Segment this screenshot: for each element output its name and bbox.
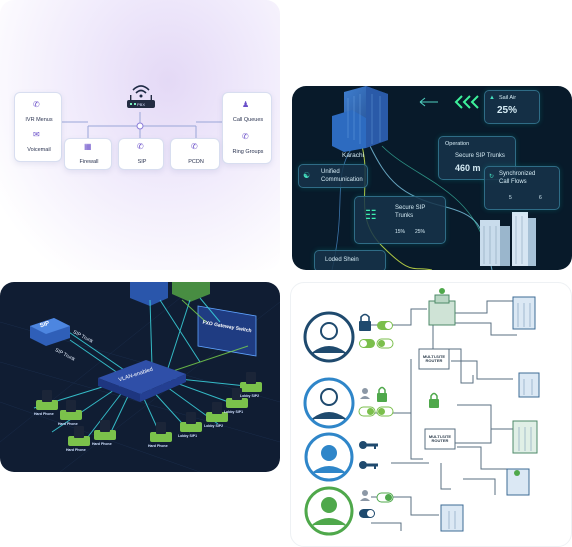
bottom-info-label: Loded Shein <box>325 257 359 263</box>
operation-subtitle: Secure SIP Trunks <box>455 153 505 159</box>
secure-trunks-line1: Secure SIP <box>395 205 426 211</box>
operation-title: Operation <box>445 141 470 147</box>
network-scene <box>0 282 280 472</box>
pbx-label: PBX <box>136 102 145 107</box>
toggle <box>359 492 394 518</box>
sync-stat2: 6 <box>539 195 542 201</box>
firewall-card: ▦ Firewall <box>64 138 112 170</box>
avatar <box>303 311 355 363</box>
user-icon <box>360 388 370 501</box>
phone-label: Hard Phone <box>66 448 86 452</box>
router-box <box>424 428 456 450</box>
sail-air-card: Sail Air 25% ▲ <box>484 90 540 124</box>
lock-icon <box>377 386 387 402</box>
firewall-icon: ▦ <box>84 142 92 151</box>
sync-stat1: 5 <box>509 195 512 201</box>
phone-label: Lobby SIP2 <box>204 424 224 428</box>
thermometer-icon: ▲ <box>489 95 495 101</box>
pcdn-card: ✆ PCDN <box>170 138 220 170</box>
key-icon <box>359 441 378 469</box>
firewall-label: Firewall <box>79 159 99 165</box>
lock-icon <box>359 313 371 331</box>
sail-air-title: Sail Air <box>499 95 517 101</box>
unified-line1: Unified <box>321 169 340 175</box>
lock-icon: ☷ <box>365 207 377 222</box>
phone-label: Lobby SIP1 <box>178 434 198 438</box>
phone-label: Lobby SIP1 <box>224 410 244 414</box>
phone-label: Hard Phone <box>58 422 78 426</box>
tower-buildings <box>480 212 536 266</box>
headset-icon: ☯ <box>303 171 311 180</box>
chevron-arrows <box>454 95 479 109</box>
sync-icon: ↻ <box>489 174 495 180</box>
pbx-connectors <box>62 112 222 138</box>
arrow-left-icon <box>419 97 438 107</box>
pbx-router: PBX <box>124 78 158 112</box>
pcdn-label: PCDN <box>188 159 204 165</box>
router-panel: MULTI-SITE ROUTER MULTI-SITE ROUTER <box>290 282 572 547</box>
phone-icon: ✆ <box>137 142 144 151</box>
karachi-building <box>332 86 388 152</box>
voicemail-label: Voicemail <box>27 147 51 153</box>
right-feature-card: ♟ Call Queues ✆ Ring Groups <box>222 92 272 164</box>
wifi-icon <box>127 85 155 108</box>
operation-value: 460 m <box>455 163 481 173</box>
secure-sip-trunks-card: ☷ Secure SIP Trunks 15% 25% <box>354 196 446 244</box>
unified-line2: Communication <box>321 177 363 183</box>
sip-card: ✆ SIP <box>118 138 164 170</box>
call-queues-label: Call Queues <box>232 117 264 123</box>
bottom-info-card: Loded Shein <box>314 250 386 270</box>
lock-icon <box>429 392 439 408</box>
phone-label: Lobby SIP2 <box>240 394 260 398</box>
sail-air-value: 25% <box>497 105 518 116</box>
secure-trunks-line2: Trunks <box>395 213 414 219</box>
avatar <box>303 377 355 429</box>
users-icon: ♟ <box>242 100 250 109</box>
toggle <box>359 321 394 349</box>
vlan-switch <box>98 360 186 402</box>
secure-trunks-stat2: 25% <box>415 229 426 235</box>
synchronized-call-flows-card: ↻ Synchronized Call Flows 5 6 <box>484 166 560 210</box>
avatar <box>304 432 354 482</box>
router-label-1: MULTI-SITE ROUTER <box>422 354 446 363</box>
phone-label: Hard Phone <box>34 412 54 416</box>
sync-line1: Synchronized <box>499 171 536 177</box>
phone-label: Hard Phone <box>148 444 168 448</box>
router-box <box>418 348 450 370</box>
city-label: Karachi <box>342 152 365 159</box>
ivr-menus-label: IVR Menus <box>25 117 53 123</box>
building-icon <box>428 288 540 532</box>
router-label-2: MULTI-SITE ROUTER <box>428 434 452 443</box>
sip-box <box>30 318 70 346</box>
phone-label: Hard Phone <box>92 442 112 446</box>
left-feature-card: ✆ IVR Menus ✉ Voicemail <box>14 92 62 162</box>
sync-line2: Call Flows <box>499 179 527 185</box>
ring-group-icon: ✆ <box>242 132 249 141</box>
router-scene <box>303 288 540 536</box>
sip-label: SIP <box>137 159 147 165</box>
ring-groups-label: Ring Groups <box>232 149 264 155</box>
network-panel: SIP SIP Trunk SIP Trunk VLAN-enabled FXO… <box>0 282 280 472</box>
voicemail-icon: ✉ <box>33 130 40 139</box>
toggle <box>358 406 394 417</box>
phone-icon: ✆ <box>191 142 198 151</box>
city-panel: Karachi Sail Air 25% ▲ Operation Secure … <box>292 86 572 270</box>
unified-communication-card: ☯ Unified Communication <box>298 164 368 188</box>
phone-icon: ✆ <box>33 100 40 109</box>
secure-trunks-stat1: 15% <box>395 229 406 235</box>
pbx-panel: PBX ✆ IVR Menus ✉ Voicemail ♟ Call Queue… <box>0 0 280 270</box>
avatar <box>304 486 354 536</box>
phones <box>36 382 262 446</box>
